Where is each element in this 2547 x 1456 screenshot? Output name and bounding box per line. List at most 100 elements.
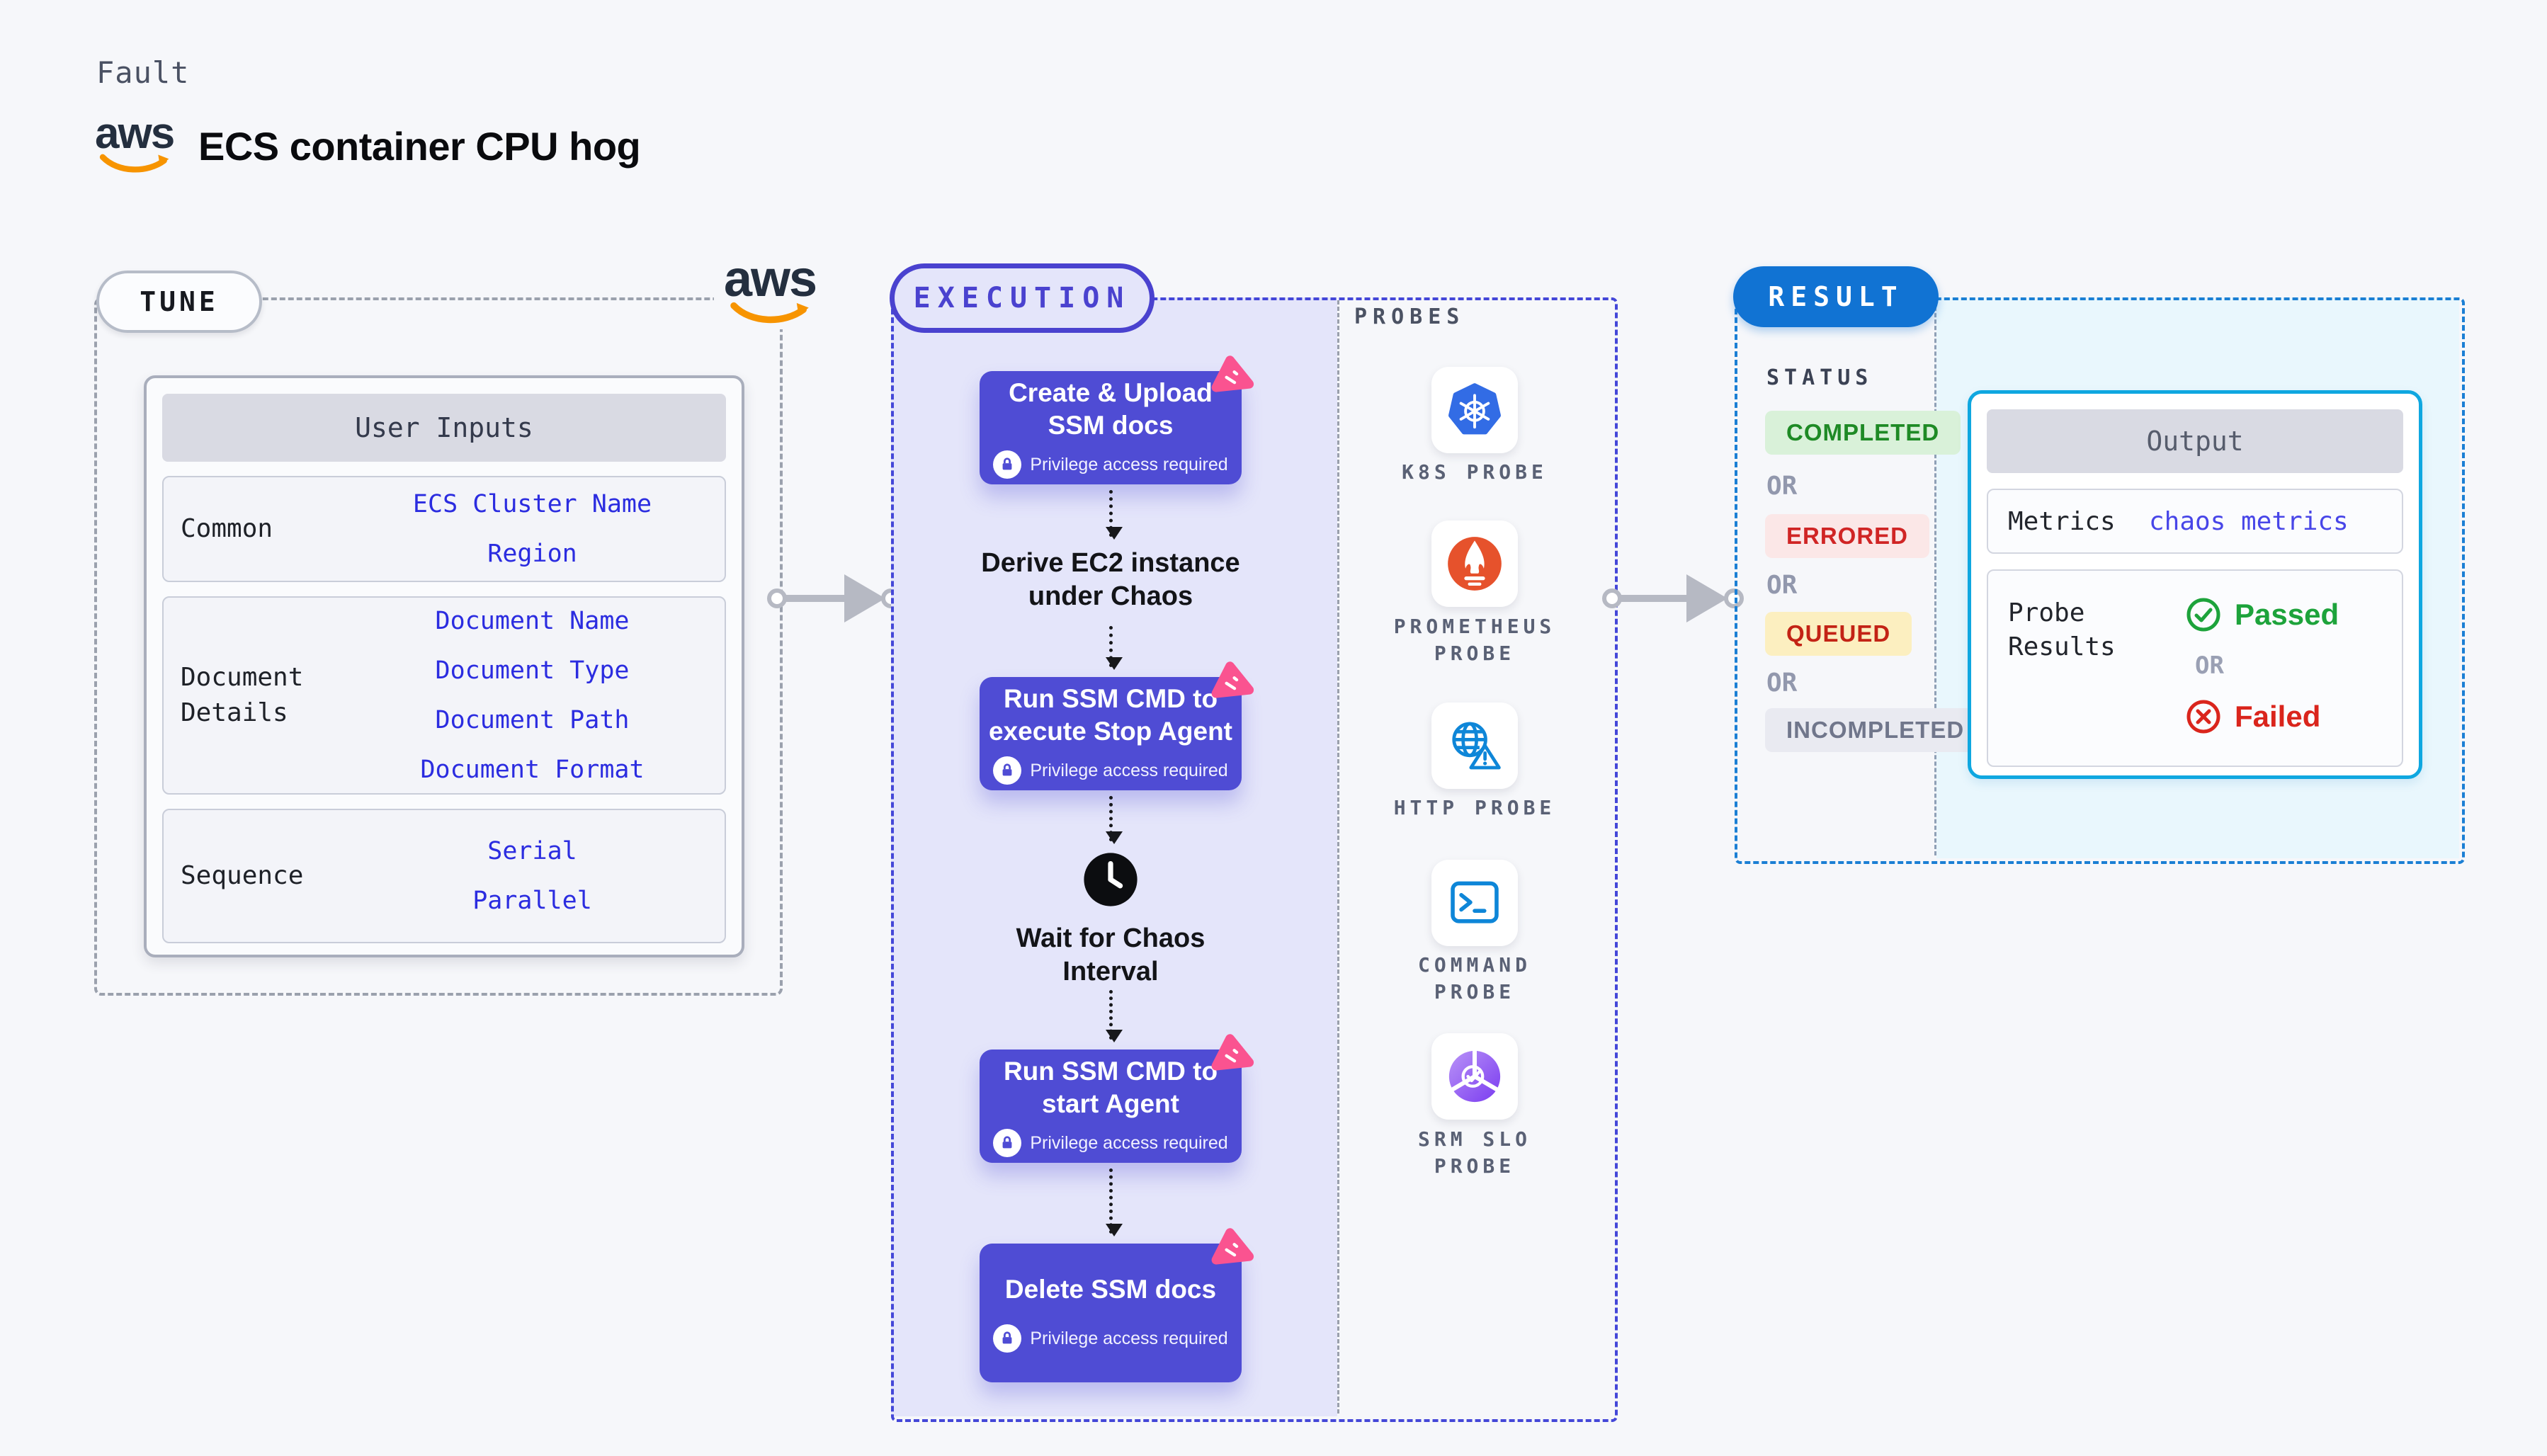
or-label: OR: [1766, 571, 1798, 600]
step-label: Delete SSM docs: [1004, 1275, 1217, 1304]
step-label: Create & Upload SSM docs: [1009, 378, 1213, 440]
command-probe-icon: [1451, 881, 1499, 923]
probe-label-http: HTTP PROBE: [1393, 796, 1556, 819]
result-pill: RESULT: [1733, 266, 1939, 327]
aws-logo-word: aws: [95, 109, 175, 158]
execution-panel: [891, 297, 1618, 1422]
prometheus-probe-card: [1431, 521, 1518, 607]
x-circle-icon: [2186, 700, 2220, 734]
flow-arrow-icon: [1106, 796, 1123, 844]
lock-icon: [993, 1324, 1022, 1353]
row-label: Sequence: [181, 861, 304, 890]
row-label: Document Details: [181, 663, 304, 727]
status-badge-incompleted: INCOMPLETED: [1765, 708, 1986, 752]
probe-results-label: Probe Results: [2008, 598, 2116, 661]
tune-pill: TUNE: [96, 271, 262, 333]
status-badge-queued: QUEUED: [1765, 612, 1912, 656]
or-label: OR: [1766, 669, 1798, 698]
privilege-label: Privilege access required: [1030, 1132, 1228, 1153]
privilege-row: Privilege access required: [993, 450, 1228, 479]
step-derive-ec2-instance: Derive EC2 instance under Chaos: [981, 548, 1240, 611]
probe-label-command: COMMAND PROBE: [1417, 953, 1531, 1003]
probes-heading: PROBES: [1354, 305, 1465, 329]
output-metrics-row: Metrics chaos metrics: [1987, 489, 2403, 554]
lock-icon: [993, 1129, 1022, 1157]
step-run-ssm-stop-agent: Run SSM CMD to execute Stop Agent Privil…: [980, 661, 1254, 790]
probe-label-prometheus: PROMETHEUS PROBE: [1393, 615, 1556, 665]
srm-slo-probe-icon: [1448, 1049, 1501, 1103]
lock-icon: [993, 756, 1022, 785]
connector-arrow-icon: [767, 574, 901, 622]
command-probe-card: [1431, 860, 1518, 946]
privilege-label: Privilege access required: [1030, 760, 1228, 780]
step-create-upload-ssm-docs: Create & Upload SSM docs Privilege acces…: [980, 356, 1254, 484]
srm-slo-probe-card: [1431, 1033, 1518, 1120]
status-heading: STATUS: [1766, 365, 1873, 390]
lock-icon: [993, 450, 1022, 479]
check-circle-icon: [2186, 598, 2220, 632]
chaos-badge-icon: [1211, 1228, 1254, 1265]
http-probe-icon: [1452, 722, 1501, 770]
flow-arrow-icon: [1106, 490, 1123, 540]
step-label: Run SSM CMD to start Agent: [1003, 1057, 1218, 1118]
step-label: Run SSM CMD to execute Stop Agent: [988, 684, 1233, 746]
input-value: Document Name: [435, 607, 630, 635]
connector-arrow-icon: [1602, 574, 1744, 622]
chaos-badge-icon: [1211, 661, 1254, 698]
k8s-probe-icon: [1448, 383, 1501, 435]
http-probe-card: [1431, 703, 1518, 789]
flow-arrow-icon: [1106, 990, 1123, 1042]
input-value: Parallel: [472, 887, 592, 915]
input-value: Document Format: [420, 756, 645, 784]
tune-panel: [94, 297, 783, 996]
privilege-label: Privilege access required: [1030, 1328, 1228, 1348]
flow-arrow-icon: [1106, 1168, 1123, 1236]
privilege-label: Privilege access required: [1030, 454, 1228, 474]
step-wait-chaos-interval: Wait for Chaos Interval: [1016, 923, 1206, 986]
privilege-row: Privilege access required: [993, 1324, 1228, 1353]
output-probe-results-row: Probe Results Passed OR Faile: [1987, 569, 2403, 767]
failed-label: Failed: [2235, 700, 2321, 733]
probe-label-srm-slo: SRM SLO PROBE: [1417, 1127, 1531, 1178]
privilege-row: Privilege access required: [993, 1129, 1228, 1157]
status-badge-errored: ERRORED: [1765, 514, 1930, 558]
or-label: OR: [2195, 652, 2224, 680]
privilege-row: Privilege access required: [993, 756, 1228, 785]
output-header: Output: [1987, 409, 2403, 473]
fault-eyebrow: Fault: [96, 55, 190, 90]
step-run-ssm-start-agent: Run SSM CMD to start Agent Privilege acc…: [980, 1034, 1254, 1163]
probes-divider: [1337, 300, 1339, 1414]
input-value: Document Type: [435, 656, 630, 685]
aws-logo-tune: aws: [714, 249, 827, 329]
flow-arrow-icon: [1106, 626, 1123, 670]
input-value: Serial: [487, 837, 577, 865]
aws-logo-word: aws: [724, 251, 817, 307]
k8s-probe-card: [1431, 367, 1518, 453]
failed-result: Failed: [2185, 698, 2320, 735]
metrics-value: chaos metrics: [2148, 506, 2349, 536]
or-label: OR: [1766, 472, 1798, 501]
prometheus-probe-icon: [1448, 537, 1502, 591]
aws-swoosh-icon: [99, 154, 169, 173]
user-inputs-row-common: Common ECS Cluster Name Region: [162, 476, 726, 582]
clock-icon: [1082, 851, 1139, 908]
result-divider: [1934, 300, 1936, 855]
chaos-badge-icon: [1211, 356, 1254, 392]
passed-label: Passed: [2235, 598, 2339, 631]
row-label: Common: [181, 514, 273, 543]
metrics-label: Metrics: [2008, 506, 2116, 536]
chaos-badge-icon: [1211, 1034, 1254, 1071]
input-value: Document Path: [435, 706, 630, 734]
execution-pill: EXECUTION: [890, 263, 1155, 333]
passed-result: Passed: [2185, 596, 2339, 633]
aws-logo: aws: [95, 109, 175, 174]
user-inputs-row-document-details: Document Details Document Name Document …: [162, 596, 726, 795]
step-delete-ssm-docs: Delete SSM docs Privilege access require…: [980, 1228, 1254, 1382]
user-inputs-header: User Inputs: [162, 394, 726, 462]
user-inputs-card: User Inputs Common ECS Cluster Name Regi…: [144, 375, 744, 957]
probe-label-k8s: K8S PROBE: [1402, 460, 1548, 484]
page-title: ECS container CPU hog: [198, 124, 641, 169]
input-value: Region: [487, 540, 577, 568]
user-inputs-row-sequence: Sequence Serial Parallel: [162, 809, 726, 943]
